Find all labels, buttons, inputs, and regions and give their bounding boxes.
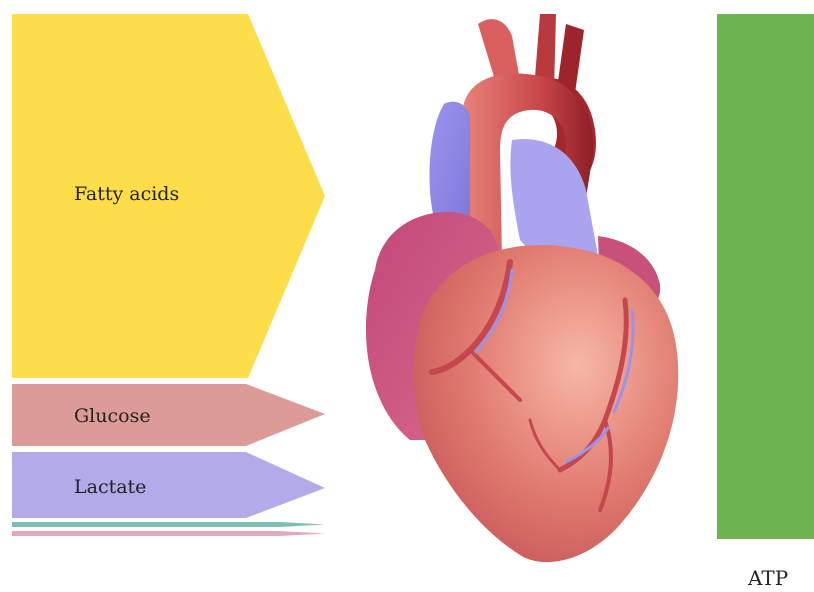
heart-icon — [366, 14, 678, 562]
minor-substrate-arrow-2 — [12, 531, 325, 536]
fatty-acids-label: Fatty acids — [74, 183, 179, 205]
lactate-label: Lactate — [74, 476, 146, 498]
glucose-arrow — [12, 384, 325, 446]
atp-bar — [717, 14, 814, 539]
minor-substrate-arrow-1 — [12, 522, 325, 527]
atp-label: ATP — [748, 566, 788, 590]
glucose-label: Glucose — [74, 405, 151, 427]
lactate-arrow — [12, 452, 325, 518]
